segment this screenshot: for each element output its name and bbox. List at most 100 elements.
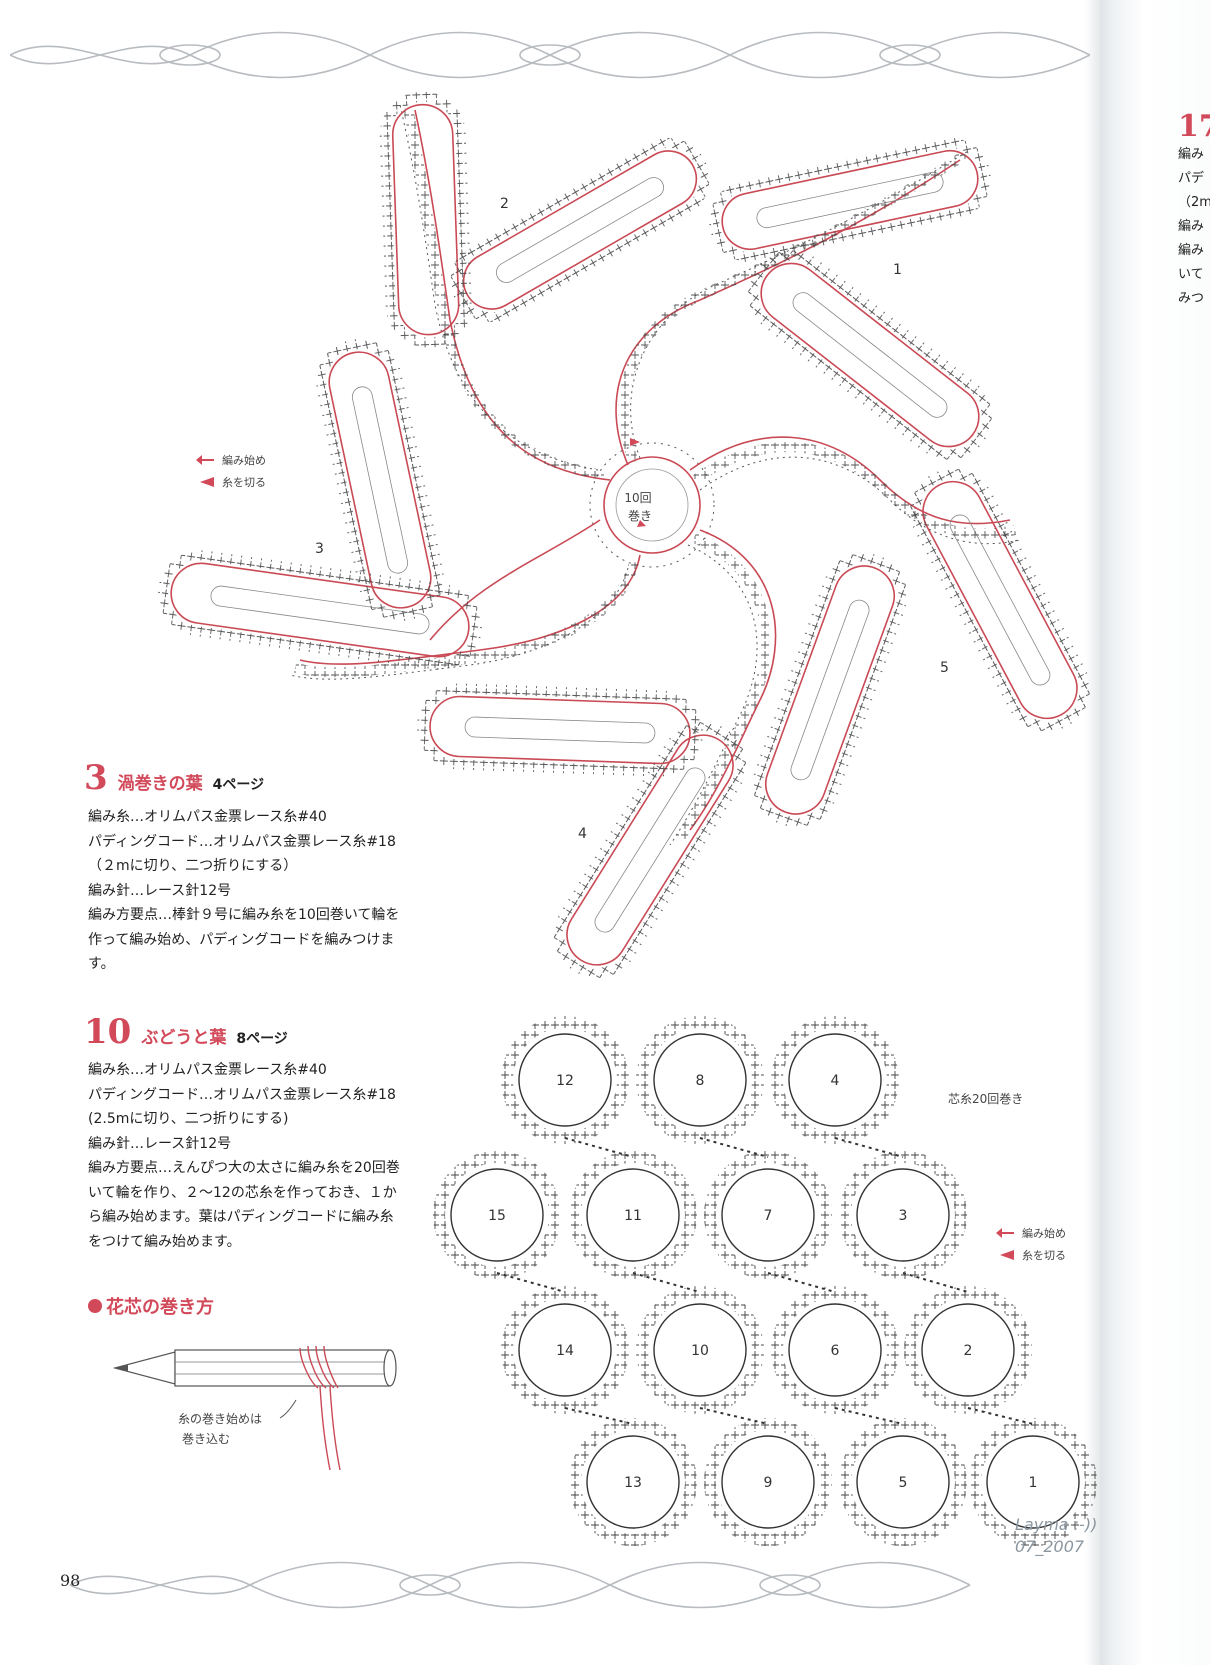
right-page-line: 編み [1178, 219, 1205, 234]
grape-link [699, 1137, 769, 1158]
right-page-line: 編み [1178, 243, 1205, 258]
instruction-line: （２mに切り、二つ折りにする） [88, 858, 298, 874]
grape-link [496, 1272, 566, 1293]
winding-heading-text: 花芯の巻き方 [106, 1297, 214, 1318]
grape-link [902, 1272, 969, 1293]
legend-cut-row-2: 糸を切る [1000, 1244, 1066, 1266]
legend-start-label-2: 編み始め [1022, 1227, 1066, 1240]
instruction-line: 編み針…レース針12号 [88, 882, 232, 899]
right-page-line: みつ [1178, 291, 1205, 306]
grape-link [564, 1137, 634, 1158]
grape-circle-label: 8 [696, 1073, 705, 1089]
grape-circle-label: 9 [764, 1475, 773, 1491]
legend-start-row-2: 編み始め [996, 1222, 1066, 1244]
right-page-fragment: 17 編み パデ （2m 編み 編み いて みつ [1178, 109, 1210, 311]
pencil-illustration [112, 1345, 397, 1471]
winding-heading: 花芯の巻き方 [88, 1293, 214, 1319]
grape-circle-label: 15 [488, 1208, 506, 1224]
grape-link [834, 1137, 904, 1158]
signature-line-1: Layma :-)) [1015, 1515, 1098, 1534]
grape-circle: 8 [636, 1016, 764, 1144]
legend-cut-row: 糸を切る [200, 471, 266, 493]
start-arrow-icon [996, 1228, 1014, 1238]
grape-circle-label: 6 [831, 1343, 840, 1359]
instruction-line: いて輪を作り、２～12の芯糸を作っておき、１か [88, 1184, 397, 1201]
core-note: 芯糸20回巻き [948, 1092, 1023, 1106]
grape-circle-label: 13 [624, 1475, 642, 1491]
right-page-line: 編み [1178, 147, 1205, 162]
grape-circle-label: 1 [1029, 1475, 1038, 1491]
winding-note-2: 巻き込む [182, 1432, 230, 1446]
book-spine [1100, 0, 1210, 1665]
grape-circle-label: 7 [764, 1208, 773, 1224]
grape-circle-label: 11 [624, 1208, 642, 1224]
instruction-line: パディングコード…オリムパス金票レース糸#18 [88, 833, 396, 850]
grape-link [564, 1407, 634, 1425]
bottom-flourish [69, 1561, 971, 1609]
pattern-3-number: 3 [84, 758, 108, 798]
instruction-line: 作って編み始め、パディングコードを編みつけま [88, 931, 395, 948]
grape-circle: 13 [569, 1418, 697, 1546]
pattern-10-number: 10 [84, 1012, 132, 1052]
instruction-line: 編み方要点…えんぴつ大の太さに編み糸を20回巻 [88, 1160, 400, 1176]
center-label-1: 10回 [624, 491, 651, 505]
grape-circle-label: 12 [556, 1073, 574, 1089]
legend-cut-label: 糸を切る [222, 476, 266, 489]
center-label-2: 巻き [628, 509, 652, 523]
grape-link [699, 1407, 769, 1425]
leaf-label-4: 4 [578, 826, 587, 842]
grape-circle-label: 3 [899, 1208, 908, 1224]
grape-circle: 9 [704, 1418, 832, 1546]
pattern-10-page-ref: 8ページ [236, 1031, 288, 1047]
leaf-label-5: 5 [940, 660, 949, 676]
legend-start-label: 編み始め [222, 454, 266, 467]
pattern-3-title: 渦巻きの葉 [117, 774, 203, 794]
instruction-line: 編み方要点…棒針９号に編み糸を10回巻いて輪を [88, 907, 400, 923]
instruction-line: をつけて編み始めます。 [88, 1233, 241, 1250]
grape-circle-label: 2 [964, 1343, 973, 1359]
grape-circle-label: 10 [691, 1343, 709, 1359]
legend-bottom: 編み始め 糸を切る [996, 1222, 1066, 1266]
right-page-line: パデ [1178, 171, 1205, 186]
pattern-10-heading: 10 ぶどうと葉 8ページ [84, 1012, 288, 1052]
grape-diagram: 12 8 4 15 11 7 3 14 10 6 2 13 9 5 1 [433, 1016, 1097, 1546]
grape-link [834, 1407, 904, 1425]
instruction-line: (2.5mに切り、二つ折りにする) [88, 1111, 289, 1127]
cut-arrow-icon [200, 477, 214, 487]
page-number: 98 [60, 1571, 81, 1590]
instruction-line: す。 [88, 956, 115, 972]
pattern-10-instructions: 編み糸…オリムパス金票レース糸#40 パディングコード…オリムパス金票レース糸#… [88, 1058, 400, 1254]
swirl-leaf-diagram [158, 91, 1090, 978]
right-page-line: いて [1178, 267, 1204, 282]
grape-link [767, 1272, 836, 1293]
grape-circle-label: 14 [556, 1343, 574, 1359]
instruction-line: ら編み始めます。葉はパディングコードに編み糸 [88, 1209, 394, 1225]
top-flourish [10, 31, 1090, 79]
legend-start-row: 編み始め [196, 449, 266, 471]
instruction-line: 編み糸…オリムパス金票レース糸#40 [88, 1062, 327, 1078]
cut-arrow-icon [1000, 1250, 1014, 1260]
bullet-icon [88, 1299, 102, 1313]
pattern-3-page-ref: 4ページ [212, 777, 265, 793]
pattern-3-instructions: 編み糸…オリムパス金票レース糸#40 パディングコード…オリムパス金票レース糸#… [88, 805, 399, 977]
signature-line-2: 07_2007 [1015, 1537, 1085, 1556]
pattern-10-title: ぶどうと葉 [141, 1028, 227, 1048]
instruction-line: パディングコード…オリムパス金票レース糸#18 [88, 1086, 396, 1103]
grape-circle: 1 [969, 1418, 1097, 1546]
leaf-label-1: 1 [893, 262, 902, 278]
right-page-number: 17 [1178, 109, 1210, 144]
right-page-line: （2m [1178, 195, 1210, 210]
grape-circle: 5 [839, 1418, 967, 1546]
leaf-label-2: 2 [500, 196, 509, 212]
leaf-label-3: 3 [315, 541, 324, 557]
legend-cut-label-2: 糸を切る [1022, 1249, 1066, 1262]
legend-top: 編み始め 糸を切る [196, 449, 266, 493]
grape-link [632, 1272, 701, 1293]
grape-circle-label: 4 [831, 1073, 840, 1089]
pattern-3-heading: 3 渦巻きの葉 4ページ [84, 758, 264, 798]
instruction-line: 編み針…レース針12号 [88, 1135, 232, 1152]
winding-note-1: 糸の巻き始めは [178, 1412, 262, 1426]
